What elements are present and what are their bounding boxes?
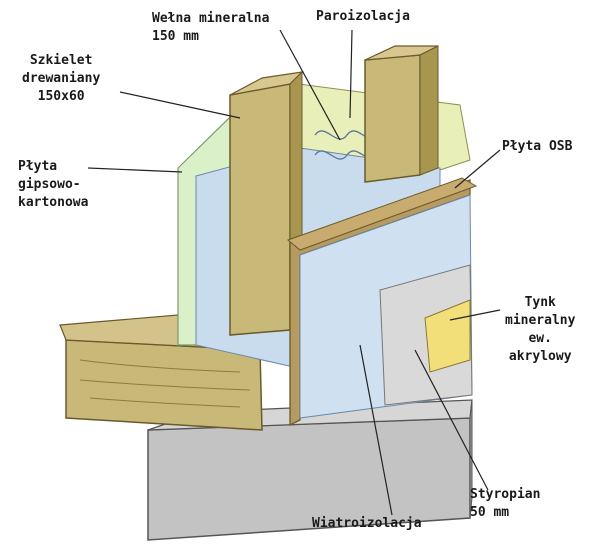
label-styropian: Styropian 50 mm: [470, 487, 541, 520]
leader-osb: [454, 149, 501, 189]
leader-szkielet: [119, 91, 241, 119]
leader-lines: [87, 29, 501, 516]
leader-tynk: [449, 309, 501, 321]
foundation-side: [469, 399, 473, 519]
label-wiatroizolacja: Wiatroizolacja: [312, 516, 422, 531]
leader-plyta-gk: [87, 167, 183, 173]
label-plyta-osb: Płyta OSB: [502, 139, 573, 154]
stud-right-front: [364, 54, 421, 183]
label-paroizolacja: Paroizolacja: [316, 9, 410, 24]
stud-left-front: [229, 83, 291, 336]
leader-wiatroizolacja: [359, 344, 393, 516]
leader-welna: [279, 29, 341, 141]
sill-wood-grain: [79, 359, 251, 408]
label-szkielet-drewaniany: Szkielet drewaniany 150x60: [22, 53, 101, 104]
leader-styropian: [414, 349, 489, 491]
leader-paroizolacja: [349, 29, 353, 119]
styrofoam-layer: [379, 264, 473, 406]
label-tynk-mineralny: Tynk mineralny ew. akrylowy: [505, 295, 576, 364]
stud-right-side: [419, 45, 439, 176]
osb-board-top-edge: [287, 177, 478, 251]
label-plyta-gipsowo-kartonowa: Płyta gipsowo- kartonowa: [18, 159, 89, 210]
label-welna-mineralna: Wełna mineralna 150 mm: [152, 11, 270, 44]
